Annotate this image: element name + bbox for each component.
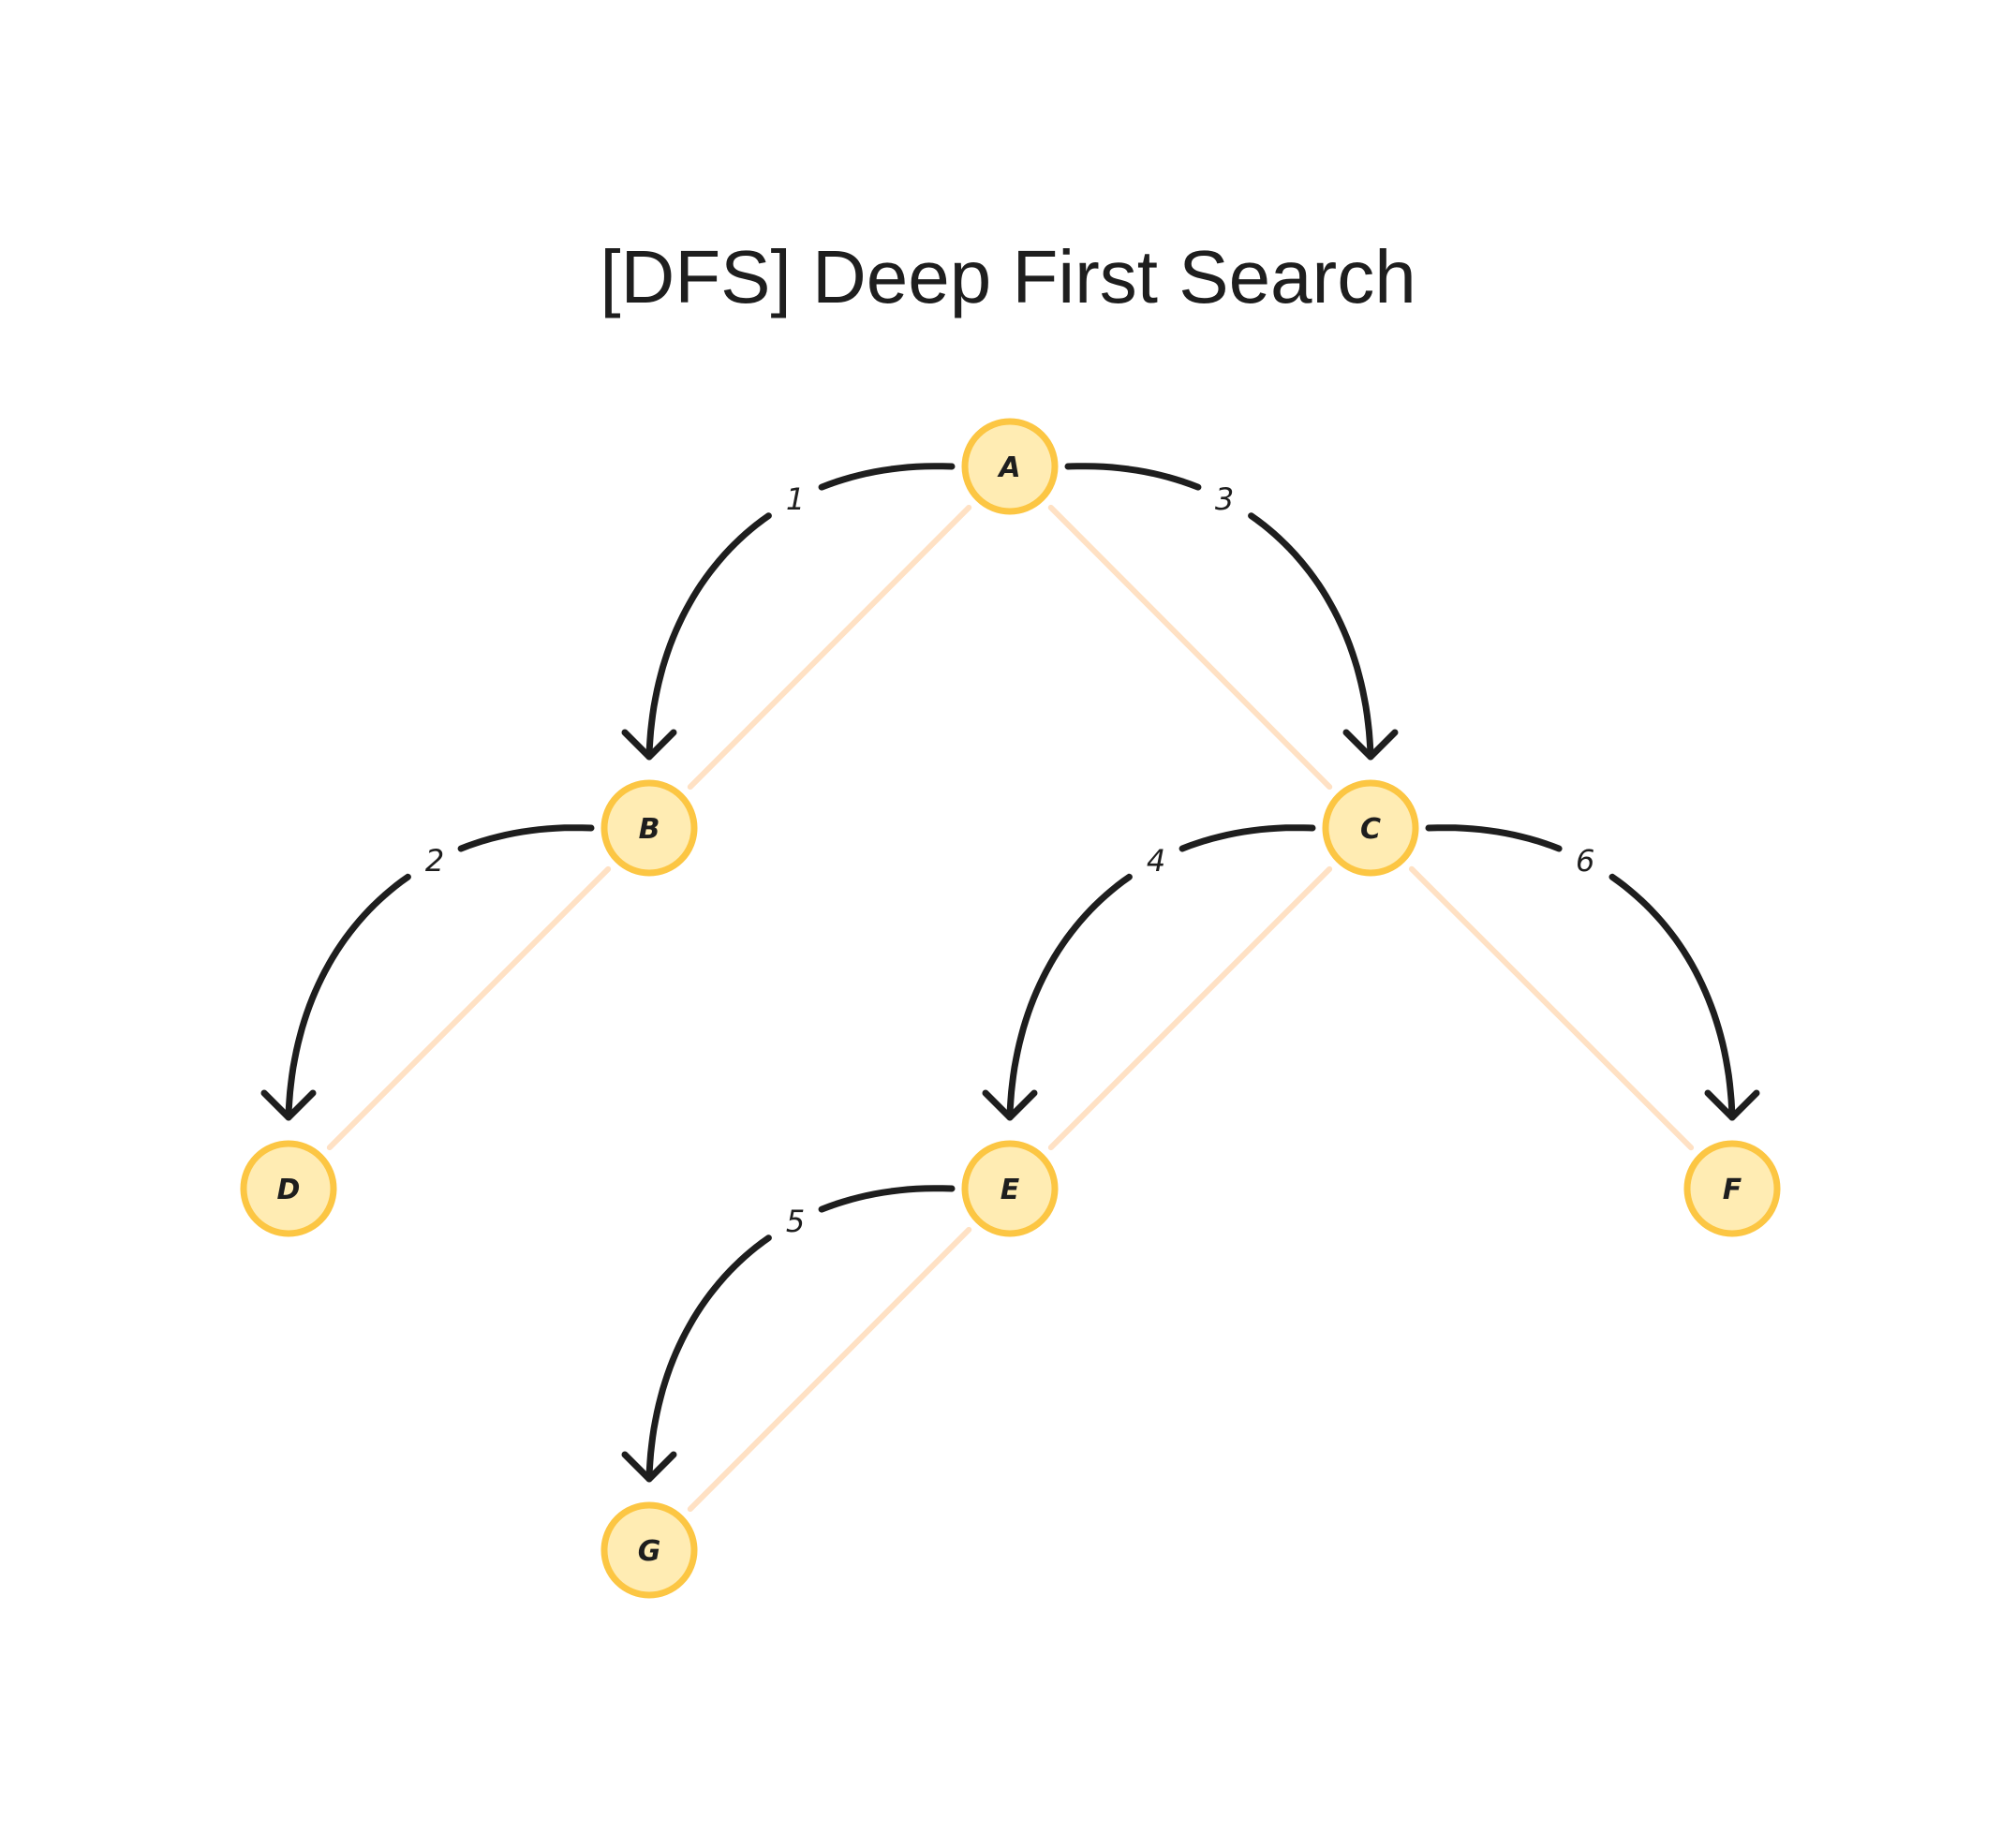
node-f: F [1683, 1140, 1781, 1237]
node-label-e: E [1001, 1174, 1020, 1206]
node-b: B [600, 779, 698, 877]
node-circle-a [961, 418, 1059, 515]
step-label-4: 4 [1147, 843, 1165, 879]
node-label-b: B [639, 813, 660, 846]
traversal-step-4: 4 [982, 824, 1316, 1121]
node-circle-d [240, 1140, 337, 1237]
node-label-g: G [638, 1535, 661, 1568]
arrowhead-4 [982, 1089, 1038, 1121]
traversal-arc-6-end [1608, 873, 1736, 1121]
traversal-arc-2-start [457, 824, 595, 852]
node-g: G [600, 1501, 698, 1599]
tree-edge-b-d [326, 865, 612, 1151]
tree-edge-c-e [1047, 865, 1333, 1151]
arrowhead-2 [260, 1089, 317, 1121]
node-label-f: F [1723, 1174, 1742, 1206]
traversal-arc-4-end [1006, 873, 1133, 1121]
diagram-title: [DFS] Deep First Search [600, 235, 1416, 318]
traversal-arc-1-end [645, 512, 772, 761]
traversal-arc-6-start [1425, 824, 1563, 852]
tree-edges [326, 504, 1695, 1513]
tree-edge-a-b [687, 504, 972, 791]
traversal-step-5: 5 [621, 1185, 956, 1483]
tree-edge-c-f [1408, 865, 1695, 1151]
traversal-arc-2-end [285, 873, 411, 1121]
traversal-arcs: 1 2 3 4 5 6 [260, 463, 1760, 1483]
node-e: E [961, 1140, 1059, 1237]
node-label-d: D [277, 1174, 301, 1206]
node-circle-e [961, 1140, 1059, 1237]
node-d: D [240, 1140, 337, 1237]
node-circle-b [600, 779, 698, 877]
arrowhead-1 [621, 729, 677, 761]
traversal-arc-1-start [818, 463, 956, 491]
arrowhead-3 [1342, 729, 1399, 761]
step-label-5: 5 [786, 1204, 805, 1239]
arrowhead-6 [1704, 1089, 1760, 1121]
step-label-6: 6 [1576, 843, 1594, 879]
step-label-3: 3 [1215, 481, 1234, 517]
traversal-arc-5-start [818, 1185, 956, 1213]
step-label-1: 1 [786, 481, 805, 517]
traversal-arc-5-end [645, 1234, 772, 1483]
node-a: A [961, 418, 1059, 515]
traversal-step-1: 1 [621, 463, 956, 761]
traversal-step-3: 3 [1064, 463, 1399, 761]
tree-edge-a-c [1047, 504, 1333, 791]
traversal-arc-3-start [1064, 463, 1202, 491]
nodes: A B C D E F G [240, 418, 1781, 1599]
traversal-step-6: 6 [1425, 824, 1760, 1121]
node-circle-g [600, 1501, 698, 1599]
node-circle-c [1322, 779, 1419, 877]
node-circle-f [1683, 1140, 1781, 1237]
traversal-step-2: 2 [260, 824, 595, 1121]
arrowhead-5 [621, 1451, 677, 1483]
node-label-c: C [1360, 813, 1381, 846]
traversal-arc-4-start [1178, 824, 1316, 852]
node-label-a: A [997, 451, 1020, 484]
node-c: C [1322, 779, 1419, 877]
tree-edge-e-g [687, 1226, 972, 1513]
traversal-arc-3-end [1248, 512, 1374, 761]
step-label-2: 2 [425, 843, 444, 879]
